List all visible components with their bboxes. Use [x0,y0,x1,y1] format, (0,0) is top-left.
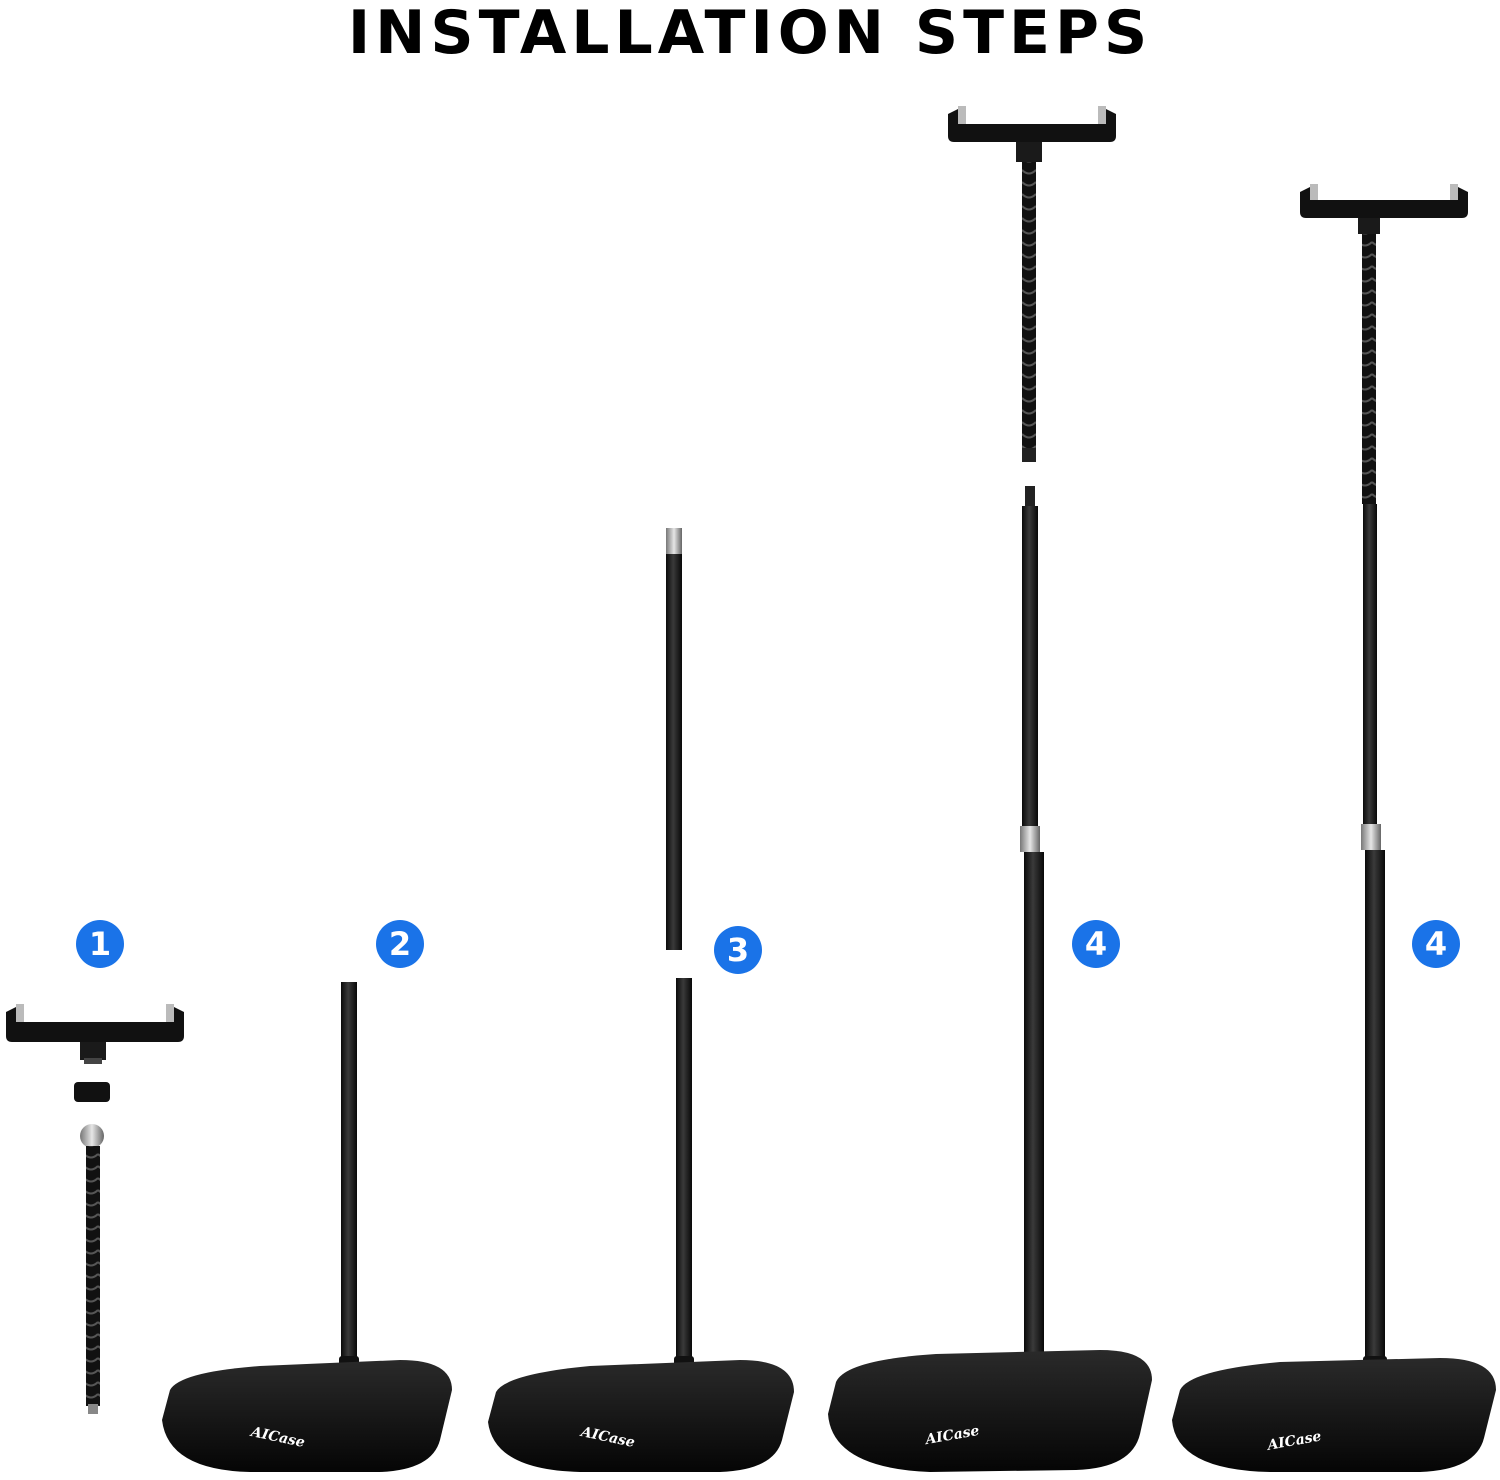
page-title: INSTALLATION STEPS [347,0,1153,68]
step-badge-3: 3 [714,926,762,974]
step3-base-with-extension-pole-icon: AICase [488,528,794,1472]
step-badge-1: 1 [76,920,124,968]
step-badge-4a: 4 [1072,920,1120,968]
step1-tablet-clamp-parts-icon [6,1004,184,1414]
step-badge-2: 2 [376,920,424,968]
step2-base-with-short-pole-icon: AICase [162,982,452,1472]
step4-stand-with-clamp-separated-icon: AICase [828,106,1152,1472]
step4-stand-fully-assembled-icon: AICase [1172,184,1496,1472]
step-badge-4b: 4 [1412,920,1460,968]
